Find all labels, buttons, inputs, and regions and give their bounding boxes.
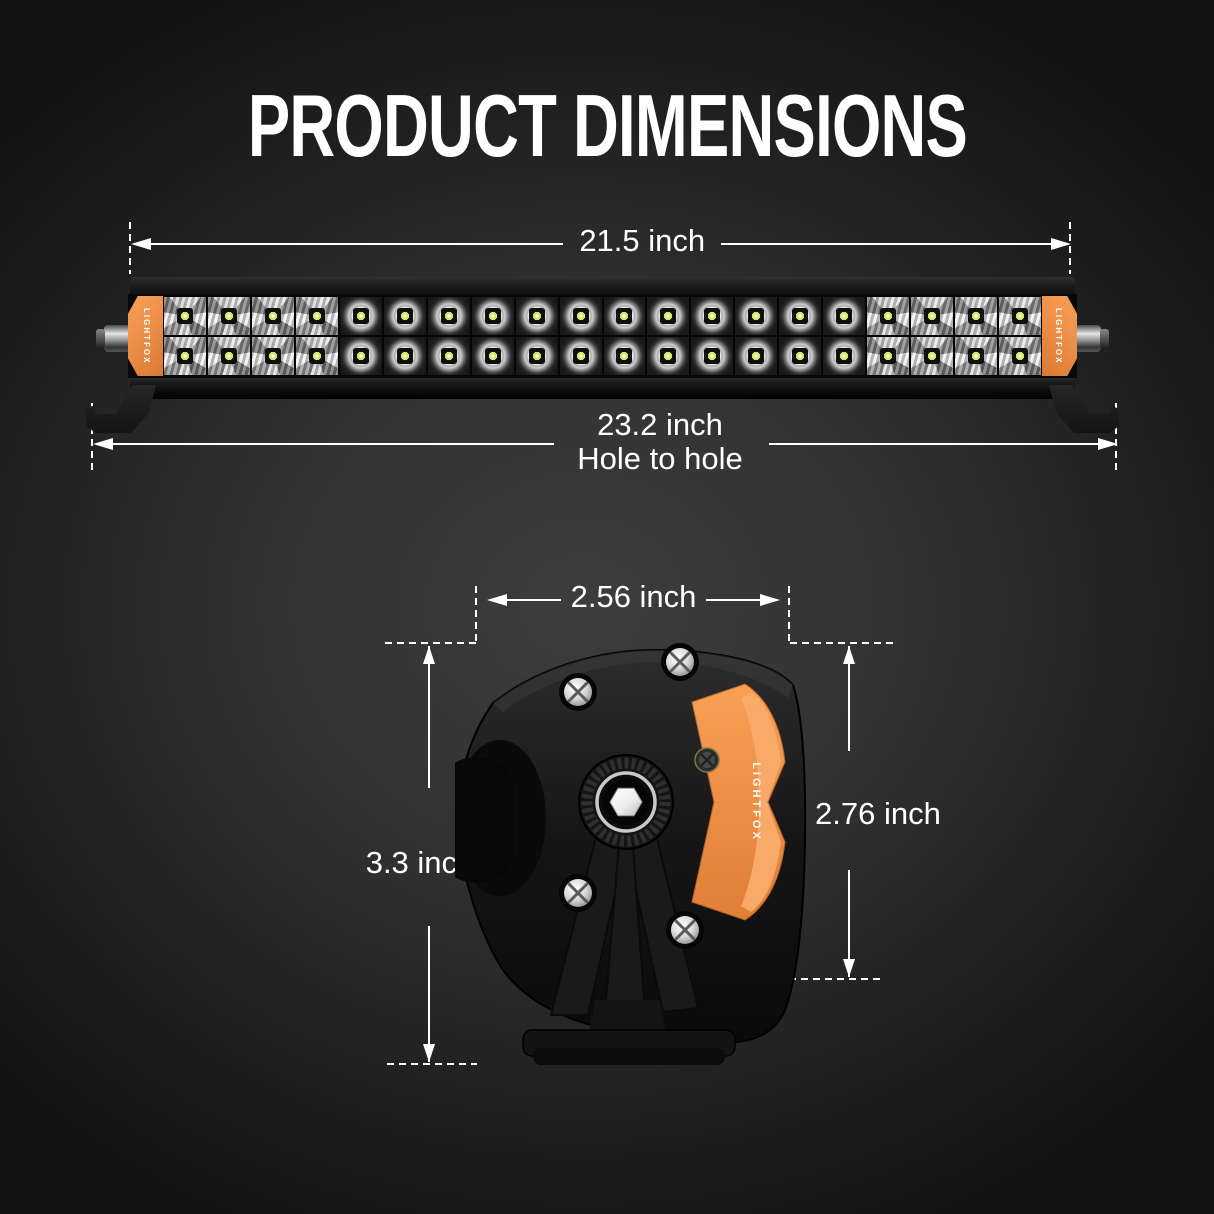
- dimension-label-body-height: 2.76 inch: [815, 796, 941, 831]
- side-end-cap-highlight: [741, 692, 781, 912]
- led-cell: [779, 297, 822, 335]
- screw-upper-left-icon: [559, 673, 597, 711]
- led-grid: [163, 296, 1042, 376]
- arrowhead-left-icon: [93, 438, 113, 450]
- side-base-flange: [533, 1048, 725, 1065]
- end-cap-right: LIGHTFOX: [1042, 296, 1077, 376]
- led-cell: [164, 297, 206, 335]
- led-cell: [603, 337, 646, 375]
- led-cell: [164, 337, 206, 375]
- led-cell: [207, 337, 250, 375]
- led-cell: [207, 297, 250, 335]
- led-cell: [251, 337, 294, 375]
- guide-line-corner-left: [385, 642, 477, 644]
- led-cell: [867, 337, 910, 375]
- arrowhead-right-icon: [760, 594, 781, 606]
- dimension-bar-width: 21.5 inch: [131, 223, 1071, 258]
- led-cell: [647, 297, 690, 335]
- arrowhead-left-icon: [487, 594, 507, 606]
- arrowhead-right-icon: [1051, 238, 1071, 250]
- guide-line-hole-right: [1115, 403, 1117, 471]
- guide-line-bar-left: [129, 222, 131, 274]
- bar-housing-top: [130, 277, 1075, 294]
- led-cell: [383, 297, 426, 335]
- dimension-side-width: 2.56 inch: [487, 579, 781, 614]
- side-lens-body: [455, 758, 513, 882]
- mounting-bracket-left: [86, 385, 156, 433]
- page-title-text: PRODUCT DIMENSIONS: [247, 76, 967, 175]
- led-cell: [515, 337, 558, 375]
- led-cell: [823, 337, 866, 375]
- screw-lower-right-icon: [666, 911, 704, 949]
- screw-lower-left-icon: [559, 874, 597, 912]
- side-housing-rim-light: [493, 650, 793, 712]
- brand-text-left: LIGHTFOX: [142, 307, 151, 365]
- led-cell: [867, 297, 910, 335]
- arrowhead-left-icon: [131, 238, 151, 250]
- end-cap-left: LIGHTFOX: [128, 296, 163, 376]
- dimension-label-bar-width: 21.5 inch: [579, 223, 706, 258]
- led-cell: [427, 337, 470, 375]
- led-cell: [339, 297, 382, 335]
- dimension-total-height-upper-arrow: [423, 646, 435, 788]
- guide-line-base-right: [789, 978, 882, 980]
- brand-text-right: LIGHTFOX: [1054, 307, 1063, 365]
- led-cell: [383, 337, 426, 375]
- led-cell: [559, 297, 602, 335]
- led-cell: [823, 297, 866, 335]
- dimension-hole-to-hole: [93, 432, 1118, 456]
- dimension-label-side-width: 2.56 inch: [570, 579, 697, 614]
- led-cell: [735, 297, 778, 335]
- end-connector-right: [1075, 325, 1109, 352]
- led-cell: [779, 337, 822, 375]
- led-cell: [603, 297, 646, 335]
- led-cell: [955, 337, 998, 375]
- guide-line-corner-right: [790, 642, 896, 644]
- led-cell: [735, 337, 778, 375]
- pivot-bolt: [578, 754, 674, 850]
- led-cell: [955, 297, 998, 335]
- dimension-label-hole-caption: Hole to hole: [577, 441, 743, 476]
- led-cell: [251, 297, 294, 335]
- led-cell: [911, 337, 954, 375]
- screw-small-right-icon: [694, 747, 720, 773]
- dimension-total-height-lower-arrow: [423, 926, 435, 1062]
- led-cell: [647, 337, 690, 375]
- guide-line-side-top-left: [475, 586, 477, 643]
- led-cell: [999, 337, 1041, 375]
- guide-line-side-top-right: [788, 586, 790, 643]
- led-cell: [999, 297, 1041, 335]
- brand-text-side: LIGHTFOX: [750, 762, 762, 842]
- led-cell: [471, 337, 514, 375]
- dimension-label-hole-to-hole: 23.2 inch Hole to hole: [480, 408, 840, 476]
- bar-housing-bottom: [130, 378, 1075, 399]
- page-title: PRODUCT DIMENSIONS: [0, 82, 1214, 170]
- light-bar-top-view: LIGHTFOX LIGHTFOX: [86, 277, 1077, 433]
- led-cell: [691, 337, 734, 375]
- guide-line-hole-left: [91, 403, 93, 471]
- led-cell: [559, 337, 602, 375]
- end-connector-left: [96, 325, 130, 352]
- arrowhead-right-icon: [1098, 438, 1118, 450]
- led-cell: [515, 297, 558, 335]
- led-cell: [691, 297, 734, 335]
- bar-housing-body: LIGHTFOX LIGHTFOX: [128, 294, 1077, 378]
- led-cell: [339, 337, 382, 375]
- led-cell: [295, 297, 338, 335]
- light-bar-side-view: LIGHTFOX: [455, 643, 807, 1065]
- led-cell: [427, 297, 470, 335]
- dimension-label-hole-value: 23.2 inch: [597, 407, 723, 442]
- screw-top-center-icon: [661, 643, 699, 681]
- dimension-body-height-lower-arrow: [843, 870, 855, 977]
- led-cell: [911, 297, 954, 335]
- side-fork-bracket: [549, 817, 700, 1016]
- side-pedestal: [588, 1000, 667, 1038]
- dimension-body-height-upper-arrow: [843, 646, 855, 751]
- guide-line-base-left: [387, 1063, 477, 1065]
- led-cell: [471, 297, 514, 335]
- mounting-bracket-right: [1049, 385, 1119, 433]
- led-cell: [295, 337, 338, 375]
